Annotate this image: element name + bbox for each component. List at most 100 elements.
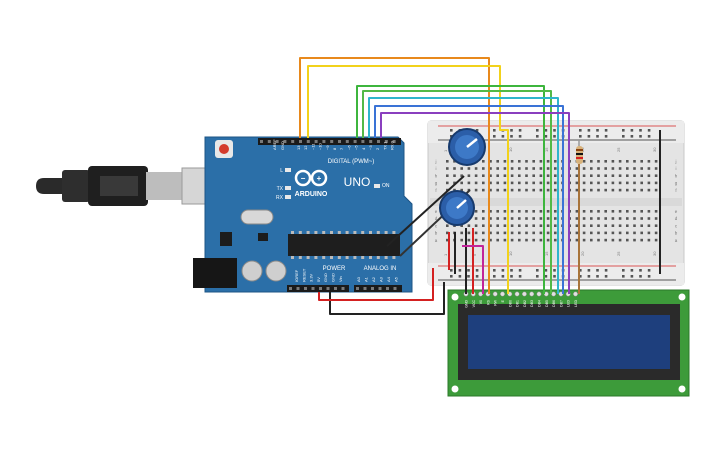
breadboard-col-label: 1 — [443, 149, 448, 152]
wire-cyan — [368, 97, 559, 294]
microcontroller-chip — [288, 234, 400, 256]
breadboard-col-label: 30 — [652, 147, 657, 152]
analog-pin-label: A2 — [371, 276, 376, 282]
analog-pin-label: A1 — [364, 276, 369, 282]
digital-pin-label: 2 — [375, 147, 380, 150]
lcd-pin-label: E — [501, 299, 505, 302]
led-rx — [285, 195, 291, 199]
power-pin-label: 3.3V — [309, 273, 314, 282]
digital-header — [258, 138, 401, 145]
power-pin-label: Vin — [338, 276, 343, 282]
breadboard-row-label: d — [675, 216, 678, 221]
wire-black-pot — [386, 175, 465, 247]
analog-pin-label: A5 — [394, 276, 399, 282]
lcd-pin-label: LED — [567, 300, 571, 307]
breadboard-col-label: 20 — [580, 251, 585, 256]
analog-pin-label: A4 — [386, 276, 391, 282]
digital-pin-label: 13 — [296, 145, 301, 150]
digital-pin-label: ~9 — [325, 145, 330, 150]
analog-pin-label: A3 — [379, 276, 384, 282]
power-header — [287, 285, 349, 292]
lcd-pin-label: DB4 — [538, 300, 542, 307]
potentiometer-brightness[interactable] — [439, 190, 475, 226]
power-pin-label: GND — [323, 273, 328, 282]
breadboard-row-label: b — [435, 231, 438, 236]
power-pin-label: IOREF — [294, 269, 299, 282]
breadboard-row-label: h — [675, 173, 678, 178]
aref-label: AREF — [272, 139, 277, 150]
wire-red-5v — [318, 268, 434, 301]
wire-purple — [380, 112, 570, 294]
breadboard-row-label: e — [435, 209, 438, 214]
rx-label: RX — [276, 195, 284, 201]
l-label: L — [280, 168, 283, 174]
power-jack — [193, 258, 237, 288]
wire-black-gnd — [329, 282, 445, 315]
breadboard-row-label: i — [436, 166, 437, 171]
breadboard-row-label: e — [675, 209, 678, 214]
breadboard-col-label: 5 — [472, 253, 477, 256]
lcd-pin-label: DB7 — [559, 300, 563, 307]
lcd-pin-label: DB6 — [552, 300, 556, 307]
svg-text:+: + — [317, 174, 322, 183]
digital-pin-label: TX 1 — [382, 141, 387, 150]
digital-pin-label: 7 — [339, 147, 344, 150]
lcd-pin-label: DB2 — [523, 300, 527, 307]
power-pin-label: RESET — [301, 268, 306, 282]
breadboard-row-label: f — [675, 188, 677, 193]
arduino-logo: − + — [294, 169, 328, 187]
lcd-pin-label: GND — [465, 300, 469, 308]
lcd-pin-label: LED — [574, 300, 578, 307]
digital-pin-label: RX 0 — [390, 140, 395, 150]
breadboard-row-label: c — [435, 223, 438, 228]
breadboard-row-label: i — [676, 166, 677, 171]
breadboard-col-label: 1 — [443, 253, 448, 256]
breadboard-row-label: g — [675, 181, 678, 186]
tx-label: TX — [277, 186, 284, 192]
breadboard-row-label: g — [435, 181, 438, 186]
breadboard-row-label: d — [435, 216, 438, 221]
led-l — [285, 168, 291, 172]
led-on — [374, 184, 380, 188]
digital-pin-label: ~11 — [310, 143, 315, 150]
gnd-label: GND — [280, 141, 285, 150]
breadboard-row-label: f — [435, 188, 437, 193]
breadboard-row-label: j — [435, 159, 437, 164]
potentiometer-contrast[interactable] — [448, 128, 486, 166]
model-text: UNO — [344, 175, 371, 189]
wire-green — [356, 85, 545, 294]
power-pin-label: 5V — [316, 277, 321, 282]
lcd-pin-label: RS — [486, 299, 490, 305]
analog-label: ANALOG IN — [364, 266, 397, 272]
lcd-pin-label: DB0 — [508, 300, 512, 307]
wire-orange — [299, 57, 490, 294]
breadboard: 115510101515202025253030 jjiihhggffeeddc… — [427, 120, 685, 286]
breadboard-col-label: 30 — [652, 251, 657, 256]
lcd-pin-label: DB3 — [530, 300, 534, 307]
breadboard-col-label: 10 — [508, 147, 513, 152]
lcd-screen — [468, 315, 670, 369]
lcd-pin-label: DB1 — [516, 300, 520, 307]
lcd-pin-label: RW — [494, 299, 498, 305]
breadboard-row-label: a — [435, 238, 438, 243]
breadboard-col-label: 15 — [544, 251, 549, 256]
lcd-pin-label: VCC — [472, 300, 476, 308]
digital-pin-label: 4 — [361, 147, 366, 150]
digital-pin-label: ~10 — [318, 142, 323, 150]
digital-pin-label: 12 — [303, 145, 308, 150]
breadboard-col-label: 25 — [616, 147, 621, 152]
lcd-pin-label: V0 — [479, 300, 483, 304]
wire-magenta — [462, 245, 484, 294]
lcd-pin-label: DB5 — [545, 300, 549, 307]
breadboard-row-label: a — [675, 238, 678, 243]
breadboard-col-label: 25 — [616, 251, 621, 256]
breadboard-row-label: h — [435, 173, 438, 178]
wires — [299, 57, 661, 315]
power-label: POWER — [323, 266, 346, 272]
digital-label: DIGITAL (PWM~) — [328, 159, 375, 165]
led-tx — [285, 186, 291, 190]
wire-blue — [374, 105, 564, 294]
